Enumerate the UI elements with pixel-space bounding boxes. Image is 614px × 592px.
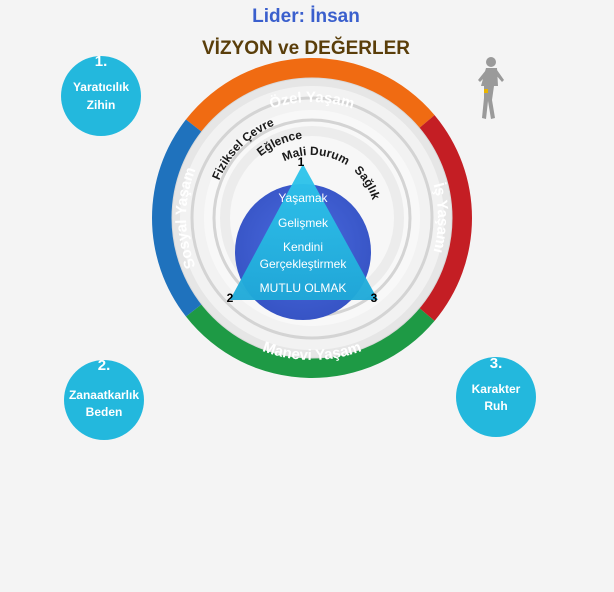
page-subtitle: VİZYON ve DEĞERLER — [202, 37, 410, 59]
bubble-1: 1. Yaratıcılık Zihin — [61, 53, 141, 136]
triangle-line-3b: Gerçekleştirmek — [260, 257, 348, 271]
center-triangle — [230, 164, 378, 300]
bubble-3: 3. Karakter Ruh — [456, 355, 536, 437]
segment-is-yasami — [419, 115, 473, 321]
bubble-2: 2. Zanaatkarlık Beden — [64, 357, 144, 440]
bubble-1-number: 1. — [95, 53, 108, 70]
person-pose-icon — [478, 57, 504, 119]
bubble-1-line-1: Yaratıcılık — [73, 80, 129, 94]
triangle-line-2: Gelişmek — [278, 216, 329, 230]
triangle-line-1: Yaşamak — [278, 191, 328, 205]
bubble-2-line-2: Beden — [86, 405, 123, 419]
ring-fiziksel-band — [190, 96, 434, 340]
vertex-3: 3 — [371, 291, 378, 305]
triangle-line-3a: Kendini — [283, 240, 323, 254]
segment-sosyal-yasam — [151, 119, 202, 317]
vertex-2: 2 — [227, 291, 234, 305]
bubble-3-line-2: Ruh — [484, 399, 507, 413]
outer-ring — [151, 57, 473, 378]
bubble-2-number: 2. — [98, 357, 111, 374]
vertex-1: 1 — [298, 155, 305, 169]
label-ozel-yasam: Özel Yaşam — [267, 89, 356, 113]
bubble-3-number: 3. — [490, 355, 503, 372]
label-is-yasami: İş Yaşamı — [430, 181, 452, 255]
bubble-1-line-2: Zihin — [87, 98, 116, 112]
segment-manevi-yasam — [185, 304, 435, 378]
bubble-3-line-1: Karakter — [472, 382, 521, 396]
bubble-2-line-1: Zanaatkarlık — [69, 388, 139, 402]
triangle-line-4: MUTLU OLMAK — [260, 281, 347, 295]
page-title: Lider: İnsan — [252, 6, 360, 27]
segment-ozel-yasam — [185, 57, 435, 132]
